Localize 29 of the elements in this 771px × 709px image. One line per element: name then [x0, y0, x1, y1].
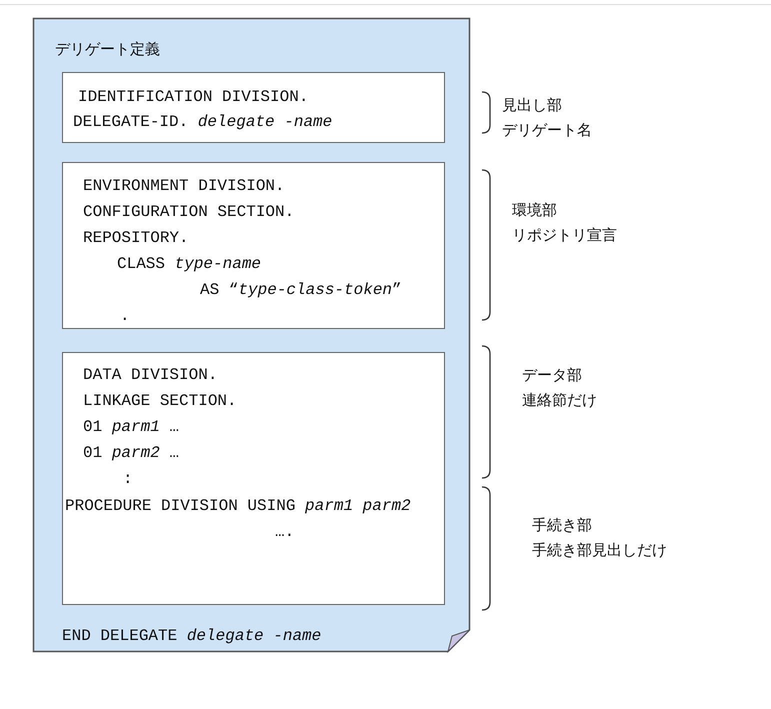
panel-heading: デリゲート定義 — [55, 40, 160, 58]
code-line: REPOSITORY. — [83, 229, 189, 247]
code-line: 01 parm1 … — [83, 418, 180, 436]
code-line: CONFIGURATION SECTION. — [83, 203, 294, 221]
code-line: AS “type-class-token” — [200, 281, 402, 299]
section-label: データ部 — [522, 366, 582, 384]
section-label: リポジトリ宣言 — [512, 226, 617, 244]
code-line: : — [123, 470, 133, 488]
code-line: . — [120, 307, 130, 325]
section-label: デリゲート名 — [502, 121, 592, 139]
code-line: CLASS type-name — [117, 255, 262, 273]
code-line: 01 parm2 … — [83, 444, 180, 462]
code-block — [62, 72, 445, 143]
code-line: …. — [275, 523, 294, 541]
code-line: IDENTIFICATION DIVISION. — [78, 88, 308, 106]
document-panel — [33, 18, 470, 652]
code-block — [62, 352, 445, 605]
code-line: DELEGATE-ID. delegate -name — [73, 113, 332, 131]
code-line: DATA DIVISION. — [83, 366, 218, 384]
code-line: END DELEGATE delegate -name — [62, 627, 322, 645]
code-block — [62, 162, 445, 329]
code-line: ENVIRONMENT DIVISION. — [83, 177, 285, 195]
section-label: 見出し部 — [502, 96, 562, 114]
section-label: 手続き部 — [532, 516, 592, 534]
section-label: 手続き部見出しだけ — [532, 541, 667, 559]
code-line: PROCEDURE DIVISION USING parm1 parm2 — [65, 497, 411, 515]
section-label: 連絡節だけ — [522, 391, 597, 409]
code-line: LINKAGE SECTION. — [83, 392, 237, 410]
section-label: 環境部 — [512, 201, 557, 219]
